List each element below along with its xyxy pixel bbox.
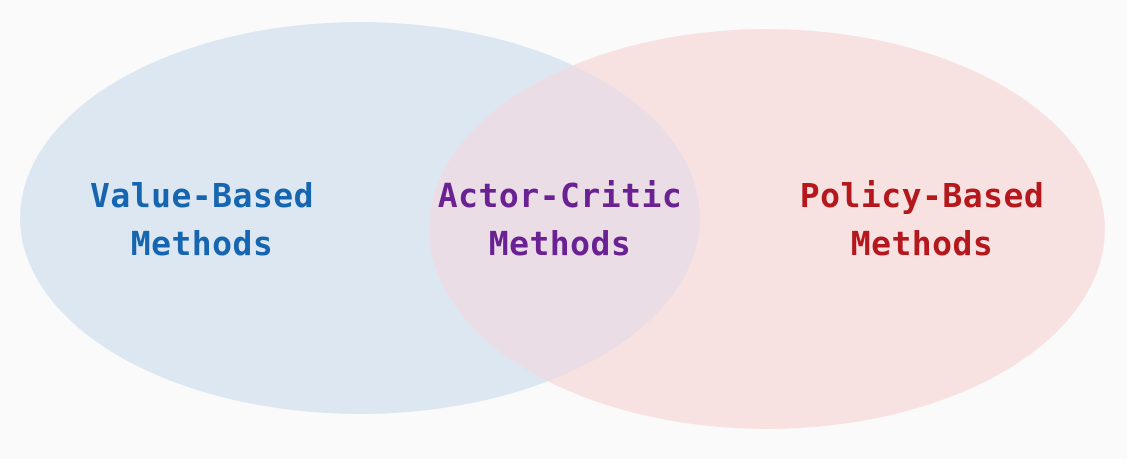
set-label-policy-based: Policy-Based Methods (799, 176, 1045, 263)
set-intersection-actor-critic (429, 29, 700, 414)
set-label-value-based: Value-Based Methods (89, 176, 315, 263)
set-label-actor-critic: Actor-Critic Methods (437, 176, 683, 263)
